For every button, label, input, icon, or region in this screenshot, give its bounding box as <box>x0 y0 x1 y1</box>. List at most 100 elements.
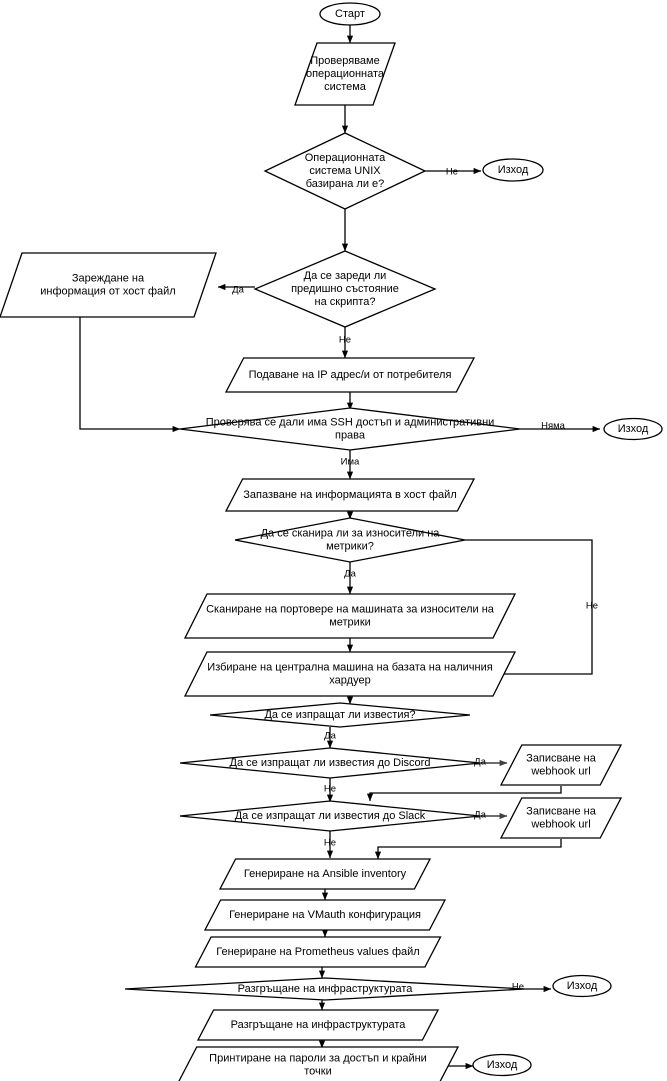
node-label: Да се зареди ли <box>304 270 387 282</box>
process-shape <box>178 1046 460 1081</box>
node-label: Изход <box>567 980 598 992</box>
edge-label: Да <box>232 285 244 296</box>
node-label: на скрипта? <box>315 296 376 308</box>
node-exit_deploy[interactable]: Изход <box>552 974 612 998</box>
node-label: базирана ли е? <box>306 178 385 190</box>
node-label: предишно състояние <box>291 283 399 295</box>
terminator-shape <box>482 158 544 182</box>
process-shape <box>194 936 442 968</box>
decision-shape <box>263 132 427 210</box>
process-shape <box>218 858 432 890</box>
process-shape <box>499 744 623 786</box>
process-shape <box>196 1009 440 1041</box>
edge-label: Да <box>474 810 486 821</box>
process-shape <box>0 252 217 318</box>
node-slack_q[interactable]: Да се изпращат ли известия до Slack <box>179 800 481 832</box>
node-label: Записване на <box>526 805 597 817</box>
decision-shape <box>253 250 437 328</box>
node-label: Сканиране на портовере на машината за из… <box>206 603 495 615</box>
node-label: Генериране на Prometheus values файл <box>216 946 419 958</box>
node-label: точки <box>304 1065 331 1077</box>
edge-label: Не <box>339 335 351 346</box>
flow-edge <box>465 539 593 678</box>
node-label: система UNIX <box>309 165 381 177</box>
node-label: Записване на <box>526 752 597 764</box>
terminator-shape <box>472 1053 532 1077</box>
edges-layer <box>79 25 601 1070</box>
node-label: Запазване на информацията в хост файл <box>243 489 457 501</box>
node-label: операционната <box>306 68 385 80</box>
decision-shape <box>209 702 471 728</box>
node-label: Разгръщане на инфраструктурата <box>231 1019 407 1031</box>
node-label: Изход <box>618 423 649 435</box>
node-label: Да се изпращат ли известия? <box>264 709 415 721</box>
node-scan_ports[interactable]: Сканиране на портовере на машината за из… <box>183 593 517 639</box>
edge-label: Не <box>324 838 336 849</box>
node-gen_ansible[interactable]: Генериране на Ansible inventory <box>218 858 432 890</box>
node-label: Зареждане на <box>72 272 145 284</box>
process-shape <box>224 478 476 512</box>
node-start[interactable]: Старт <box>319 2 381 26</box>
edge-label: Да <box>324 731 336 742</box>
node-deploy_q[interactable]: Разгръщане на инфраструктурата <box>124 977 526 1001</box>
node-pick_central[interactable]: Избиране на централна машина на базата н… <box>183 651 517 697</box>
node-label: Проверява се дали има SSH достъп и админ… <box>206 416 495 428</box>
node-label: Генериране на Ansible inventory <box>244 868 407 880</box>
node-deploy_do[interactable]: Разгръщане на инфраструктурата <box>196 1009 440 1041</box>
node-label: метрики? <box>326 540 374 552</box>
node-notify_q[interactable]: Да се изпращат ли известия? <box>209 702 471 728</box>
edge-label: Да <box>474 757 486 768</box>
node-label: Принтиране на пароли за достъп и крайни <box>209 1052 427 1064</box>
process-shape <box>294 42 396 106</box>
node-label: Да се сканира ли за износители на <box>261 527 441 539</box>
node-exit_unix[interactable]: Изход <box>482 158 544 182</box>
node-label: Да се изпращат ли известия до Slack <box>235 810 426 822</box>
node-gen_vmauth[interactable]: Генериране на VMauth конфигурация <box>203 899 447 931</box>
node-label: Изход <box>498 164 529 176</box>
node-label: webhook url <box>530 765 590 777</box>
node-save_host[interactable]: Запазване на информацията в хост файл <box>224 478 476 512</box>
edge-label: Не <box>586 601 598 612</box>
node-discord_q[interactable]: Да се изпращат ли известия до Discord <box>179 747 481 779</box>
node-label: Разгръщане на инфраструктурата <box>238 983 414 995</box>
edge-label: Да <box>344 569 356 580</box>
node-label: Проверяваме <box>310 55 379 67</box>
node-print_creds[interactable]: Принтиране на пароли за достъп и крайнит… <box>178 1046 460 1081</box>
node-label: Да се изпращат ли известия до Discord <box>230 757 431 769</box>
flow-edge <box>79 317 181 433</box>
process-shape <box>499 797 623 839</box>
decision-shape <box>124 977 526 1001</box>
node-exit_final[interactable]: Изход <box>472 1053 532 1077</box>
node-label: Подаване на IP адрес/и от потребителя <box>249 369 452 381</box>
node-label: webhook url <box>530 818 590 830</box>
node-label: права <box>335 429 366 441</box>
node-ssh_check[interactable]: Проверява се дали има SSH достъп и админ… <box>179 407 521 451</box>
decision-shape <box>234 517 466 563</box>
node-label: метрики <box>329 616 371 628</box>
decision-shape <box>179 800 481 832</box>
process-shape <box>224 357 476 393</box>
terminator-shape <box>603 417 663 441</box>
flow-edge <box>374 839 562 860</box>
process-shape <box>183 651 517 697</box>
node-gen_prom[interactable]: Генериране на Prometheus values файл <box>194 936 442 968</box>
node-label: Операционната <box>305 152 386 164</box>
process-shape <box>203 899 447 931</box>
decision-shape <box>179 747 481 779</box>
edge-label: Не <box>512 982 524 993</box>
node-label: информация от хост файл <box>40 285 175 297</box>
node-scan_q[interactable]: Да се сканира ли за износители наметрики… <box>234 517 466 563</box>
node-label: система <box>324 81 367 93</box>
terminator-shape <box>319 2 381 26</box>
node-exit_ssh[interactable]: Изход <box>603 417 663 441</box>
edge-label: Не <box>446 167 458 178</box>
node-input_ip[interactable]: Подаване на IP адрес/и от потребителя <box>224 357 476 393</box>
terminator-shape <box>552 974 612 998</box>
